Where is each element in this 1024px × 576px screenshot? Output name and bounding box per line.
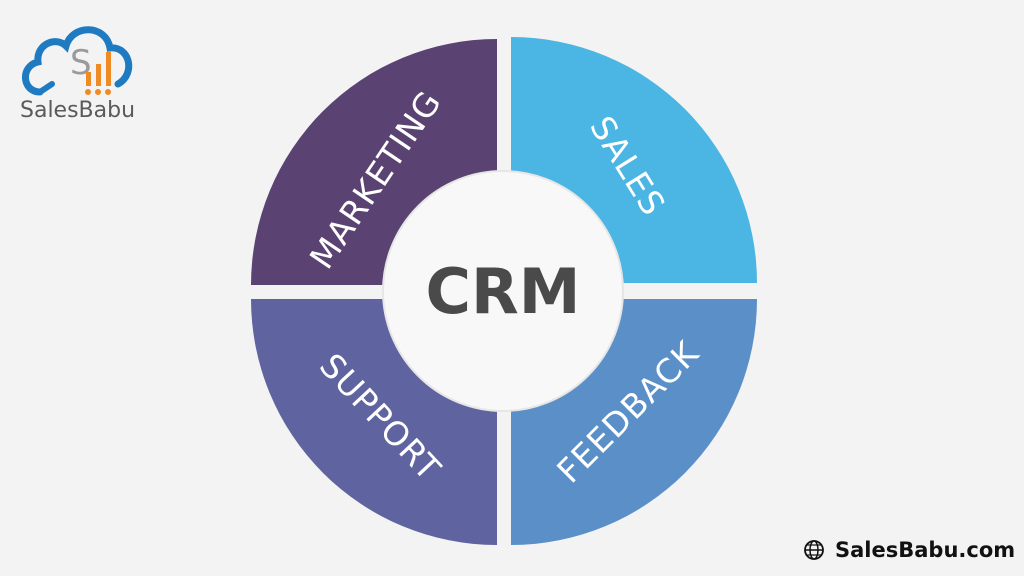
website-link[interactable]: SalesBabu.com xyxy=(803,538,1015,562)
website-text: SalesBabu.com xyxy=(835,538,1016,562)
globe-icon xyxy=(804,540,824,560)
center-label: CRM xyxy=(426,255,581,328)
center-circle xyxy=(382,170,624,412)
logo-brand-text: SalesBabu xyxy=(20,98,136,123)
salesbabu-logo: S xyxy=(22,26,133,96)
